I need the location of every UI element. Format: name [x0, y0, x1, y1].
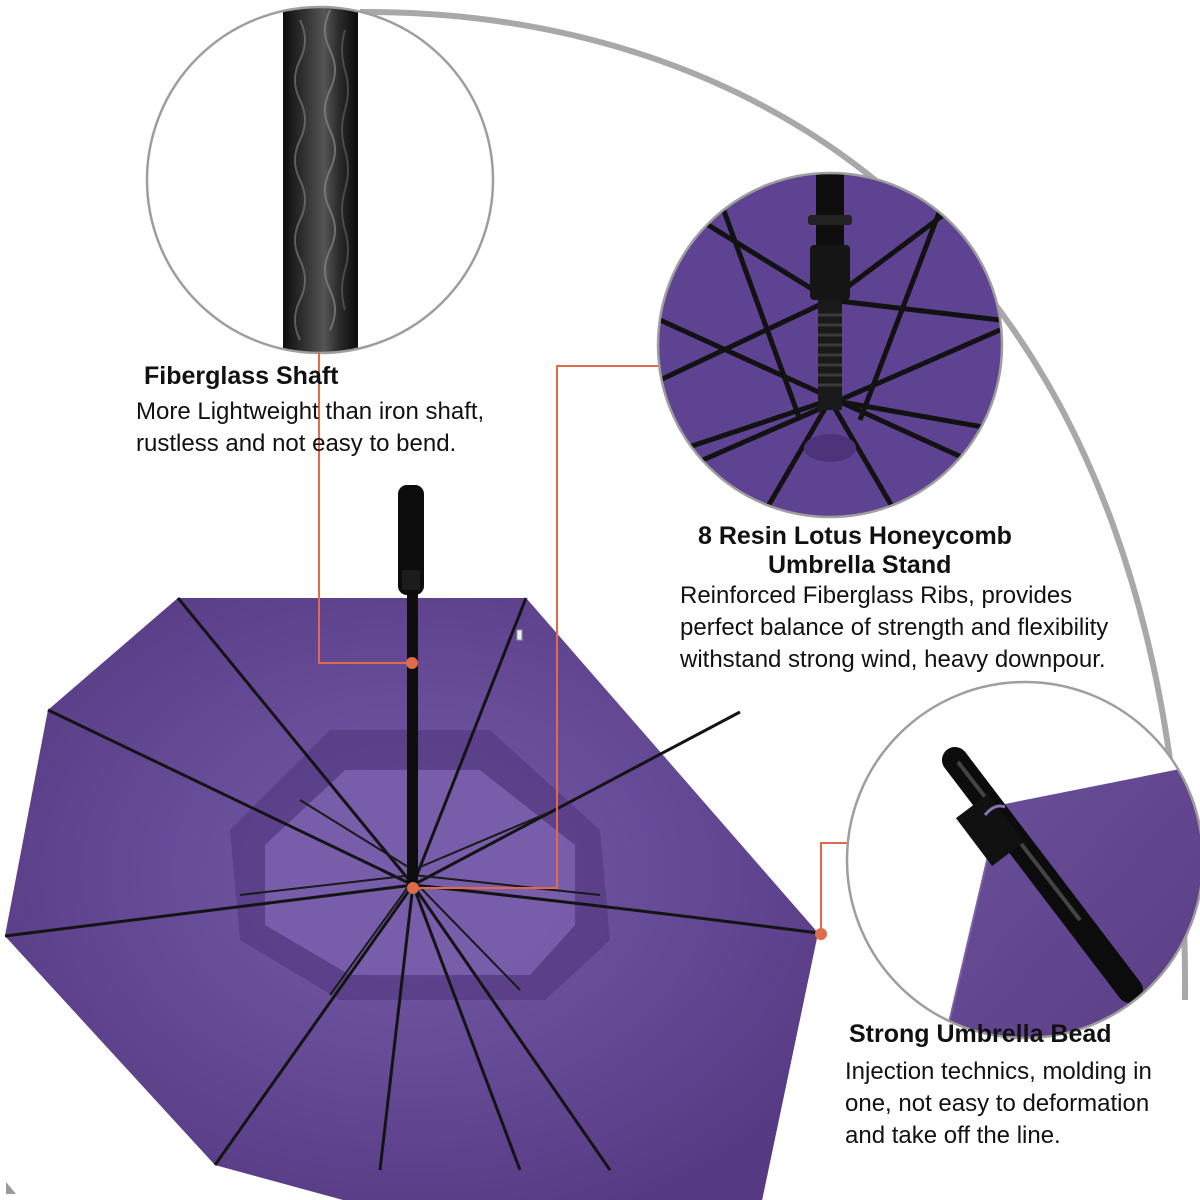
- feature-desc-line: perfect balance of strength and flexibil…: [680, 614, 1109, 641]
- corner-mark: [6, 1182, 16, 1194]
- feature-desc-line: withstand strong wind, heavy downpour.: [680, 646, 1106, 673]
- fiberglass-shaft-closeup-icon: [145, 5, 495, 355]
- callout-lines: [318, 352, 847, 934]
- feature-resin-stand: 8 Resin Lotus Honeycomb Umbrella Stand R…: [680, 522, 1108, 676]
- feature-desc-line: and take off the line.: [845, 1122, 1061, 1149]
- feature-title-line: 8 Resin Lotus Honeycomb: [698, 522, 1012, 550]
- feature-desc-line: one, not easy to deformation: [845, 1090, 1150, 1117]
- feature-title-line: Umbrella Stand: [768, 551, 952, 579]
- feature-fiberglass-shaft: Fiberglass Shaft More Lightweight than i…: [136, 362, 484, 460]
- rib-hub-closeup-icon: [656, 171, 1004, 519]
- umbrella-main-image: [4, 485, 819, 1200]
- feature-desc-line: More Lightweight than iron shaft,: [136, 398, 485, 425]
- rib-tip-bead-closeup-icon: [845, 680, 1200, 1040]
- feature-title: Fiberglass Shaft: [144, 362, 339, 390]
- callout-dot-shaft: [406, 657, 418, 669]
- callout-dot-hub: [407, 882, 419, 894]
- feature-desc-line: Injection technics, molding in: [845, 1058, 1152, 1085]
- callout-dot-bead: [815, 928, 827, 940]
- feature-desc-line: Reinforced Fiberglass Ribs, provides: [680, 582, 1073, 609]
- feature-umbrella-bead: Strong Umbrella Bead Injection technics,…: [845, 1020, 1152, 1152]
- feature-desc-line: rustless and not easy to bend.: [136, 430, 457, 457]
- feature-title: Strong Umbrella Bead: [849, 1020, 1112, 1048]
